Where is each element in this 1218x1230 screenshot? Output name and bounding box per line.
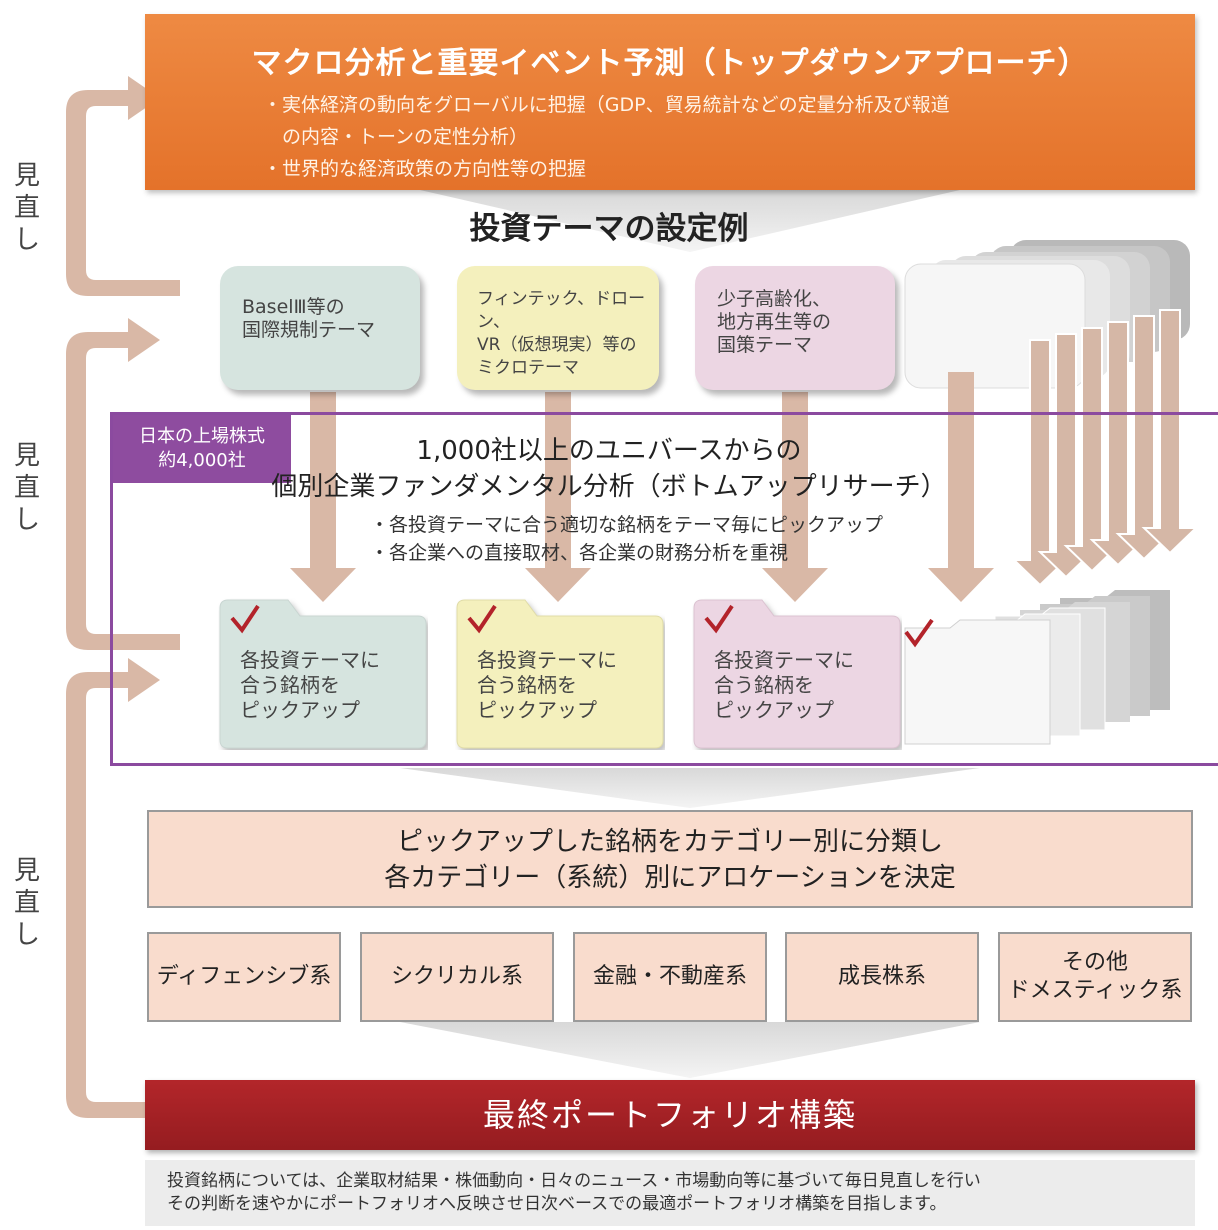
- category-line: 各カテゴリー（系統）別にアロケーションを決定: [384, 863, 956, 893]
- category-growth: 成長株系: [785, 932, 979, 1022]
- universe-tag-line: 約4,000社: [158, 450, 246, 471]
- category-item-label: ディフェンシブ系: [156, 964, 332, 989]
- theme-card-micro: フィンテック、ドローン、 VR（仮想現実）等の ミクロテーマ: [457, 266, 659, 390]
- footnote-line: その判断を速やかにポートフォリオへ反映させ日次ベースでの最適ポートフォリオ構築を…: [167, 1194, 947, 1214]
- macro-analysis-banner: マクロ分析と重要イベント予測（トップダウンアプローチ） ・実体経済の動向をグロー…: [145, 14, 1195, 190]
- universe-bullet: ・各投資テーマに合う適切な銘柄をテーマ毎にピックアップ: [370, 514, 884, 536]
- theme-card-line: 地方再生等の: [717, 311, 832, 333]
- check-mark-icon: [467, 604, 497, 634]
- category-line: ピックアップした銘柄をカテゴリー別に分類し: [396, 827, 943, 857]
- macro-analysis-title: マクロ分析と重要イベント予測（トップダウンアプローチ）: [251, 46, 1089, 81]
- pick-card: 各投資テーマに 合う銘柄を ピックアップ: [692, 600, 902, 748]
- macro-bullet: の内容・トーンの定性分析）: [263, 126, 529, 148]
- category-item-label: 成長株系: [837, 964, 926, 989]
- funnel-chevron-icon: [400, 1022, 980, 1078]
- theme-card-regulation: BaselⅢ等の 国際規制テーマ: [220, 266, 420, 390]
- pick-folder-bg: [456, 599, 664, 749]
- pick-card-line: ピックアップ: [240, 698, 360, 722]
- pick-card-line: 合う銘柄を: [477, 673, 577, 697]
- universe-tag-line: 日本の上場株式: [139, 426, 265, 447]
- theme-heading: 投資テーマの設定例: [469, 211, 749, 247]
- category-item-label: ドメスティック系: [1007, 978, 1183, 1003]
- check-mark-icon: [230, 604, 260, 634]
- loop-arrow-icon: [66, 658, 160, 1118]
- category-defensive: ディフェンシブ系: [147, 932, 341, 1022]
- check-mark-icon: [904, 618, 934, 648]
- review-label: 見直し: [13, 441, 40, 535]
- theme-card-line: 国際規制テーマ: [242, 319, 376, 341]
- down-arrow-icon: [1011, 309, 1199, 587]
- pick-card-line: 合う銘柄を: [240, 673, 340, 697]
- review-label: 見直し: [13, 161, 40, 255]
- theme-card-policy: 少子高齢化、 地方再生等の 国策テーマ: [695, 266, 895, 390]
- pick-card-line: ピックアップ: [477, 698, 597, 722]
- category-item-label: 金融・不動産系: [592, 964, 747, 989]
- theme-card-line: BaselⅢ等の: [242, 296, 345, 318]
- universe-box: [110, 412, 1218, 766]
- theme-card-line: 国策テーマ: [717, 334, 813, 356]
- footnote-line: 投資銘柄については、企業取材結果・株価動向・日々のニュース・市場動向等に基づいて…: [167, 1171, 981, 1191]
- universe-title: 1,000社以上のユニバースからの: [416, 436, 802, 466]
- theme-card-line: ミクロテーマ: [477, 358, 579, 378]
- pick-card-line: 各投資テーマに: [477, 648, 617, 672]
- down-arrow-icon: [290, 372, 994, 602]
- theme-card-line: VR（仮想現実）等の: [477, 335, 637, 355]
- universe-tag: 日本の上場株式 約4,000社: [113, 415, 291, 483]
- universe-title: 個別企業ファンダメンタル分析（ボトムアップリサーチ）: [271, 472, 947, 502]
- pick-card-line: ピックアップ: [714, 698, 834, 722]
- pick-card: 各投資テーマに 合う銘柄を ピックアップ: [218, 600, 428, 748]
- category-cyclical: シクリカル系: [360, 932, 554, 1022]
- pick-folder-bg: [219, 599, 427, 749]
- theme-card-line: フィンテック、ドローン、: [477, 289, 646, 332]
- category-allocation-box: ピックアップした銘柄をカテゴリー別に分類し 各カテゴリー（系統）別にアロケーショ…: [147, 810, 1193, 908]
- footnote: 投資銘柄については、企業取材結果・株価動向・日々のニュース・市場動向等に基づいて…: [145, 1160, 1195, 1226]
- pick-card-line: 各投資テーマに: [240, 648, 380, 672]
- pick-card-line: 合う銘柄を: [714, 673, 814, 697]
- category-item-label: その他: [1061, 950, 1128, 975]
- pick-card-line: 各投資テーマに: [714, 648, 854, 672]
- category-item-label: シクリカル系: [390, 964, 523, 989]
- macro-bullet: ・世界的な経済政策の方向性等の把握: [263, 158, 587, 180]
- final-portfolio-box: 最終ポートフォリオ構築: [145, 1080, 1195, 1150]
- category-other-domestic: その他 ドメスティック系: [998, 932, 1192, 1022]
- loop-arrow-icon: [66, 318, 180, 650]
- loop-arrow-icon: [66, 76, 180, 296]
- more-pick-folders: [904, 590, 1170, 745]
- universe-bullet: ・各企業への直接取材、各企業の財務分析を重視: [370, 542, 789, 564]
- check-mark-icon: [704, 604, 734, 634]
- macro-bullet: ・実体経済の動向をグローバルに把握（GDP、貿易統計などの定量分析及び報道: [263, 94, 950, 116]
- review-label: 見直し: [13, 856, 40, 950]
- pick-folder-bg: [693, 599, 901, 749]
- funnel-chevron-icon: [400, 768, 980, 808]
- funnel-chevron-icon: [420, 190, 960, 252]
- category-financial-realestate: 金融・不動産系: [573, 932, 767, 1022]
- theme-card-line: 少子高齢化、: [717, 288, 832, 310]
- pick-card: 各投資テーマに 合う銘柄を ピックアップ: [455, 600, 665, 748]
